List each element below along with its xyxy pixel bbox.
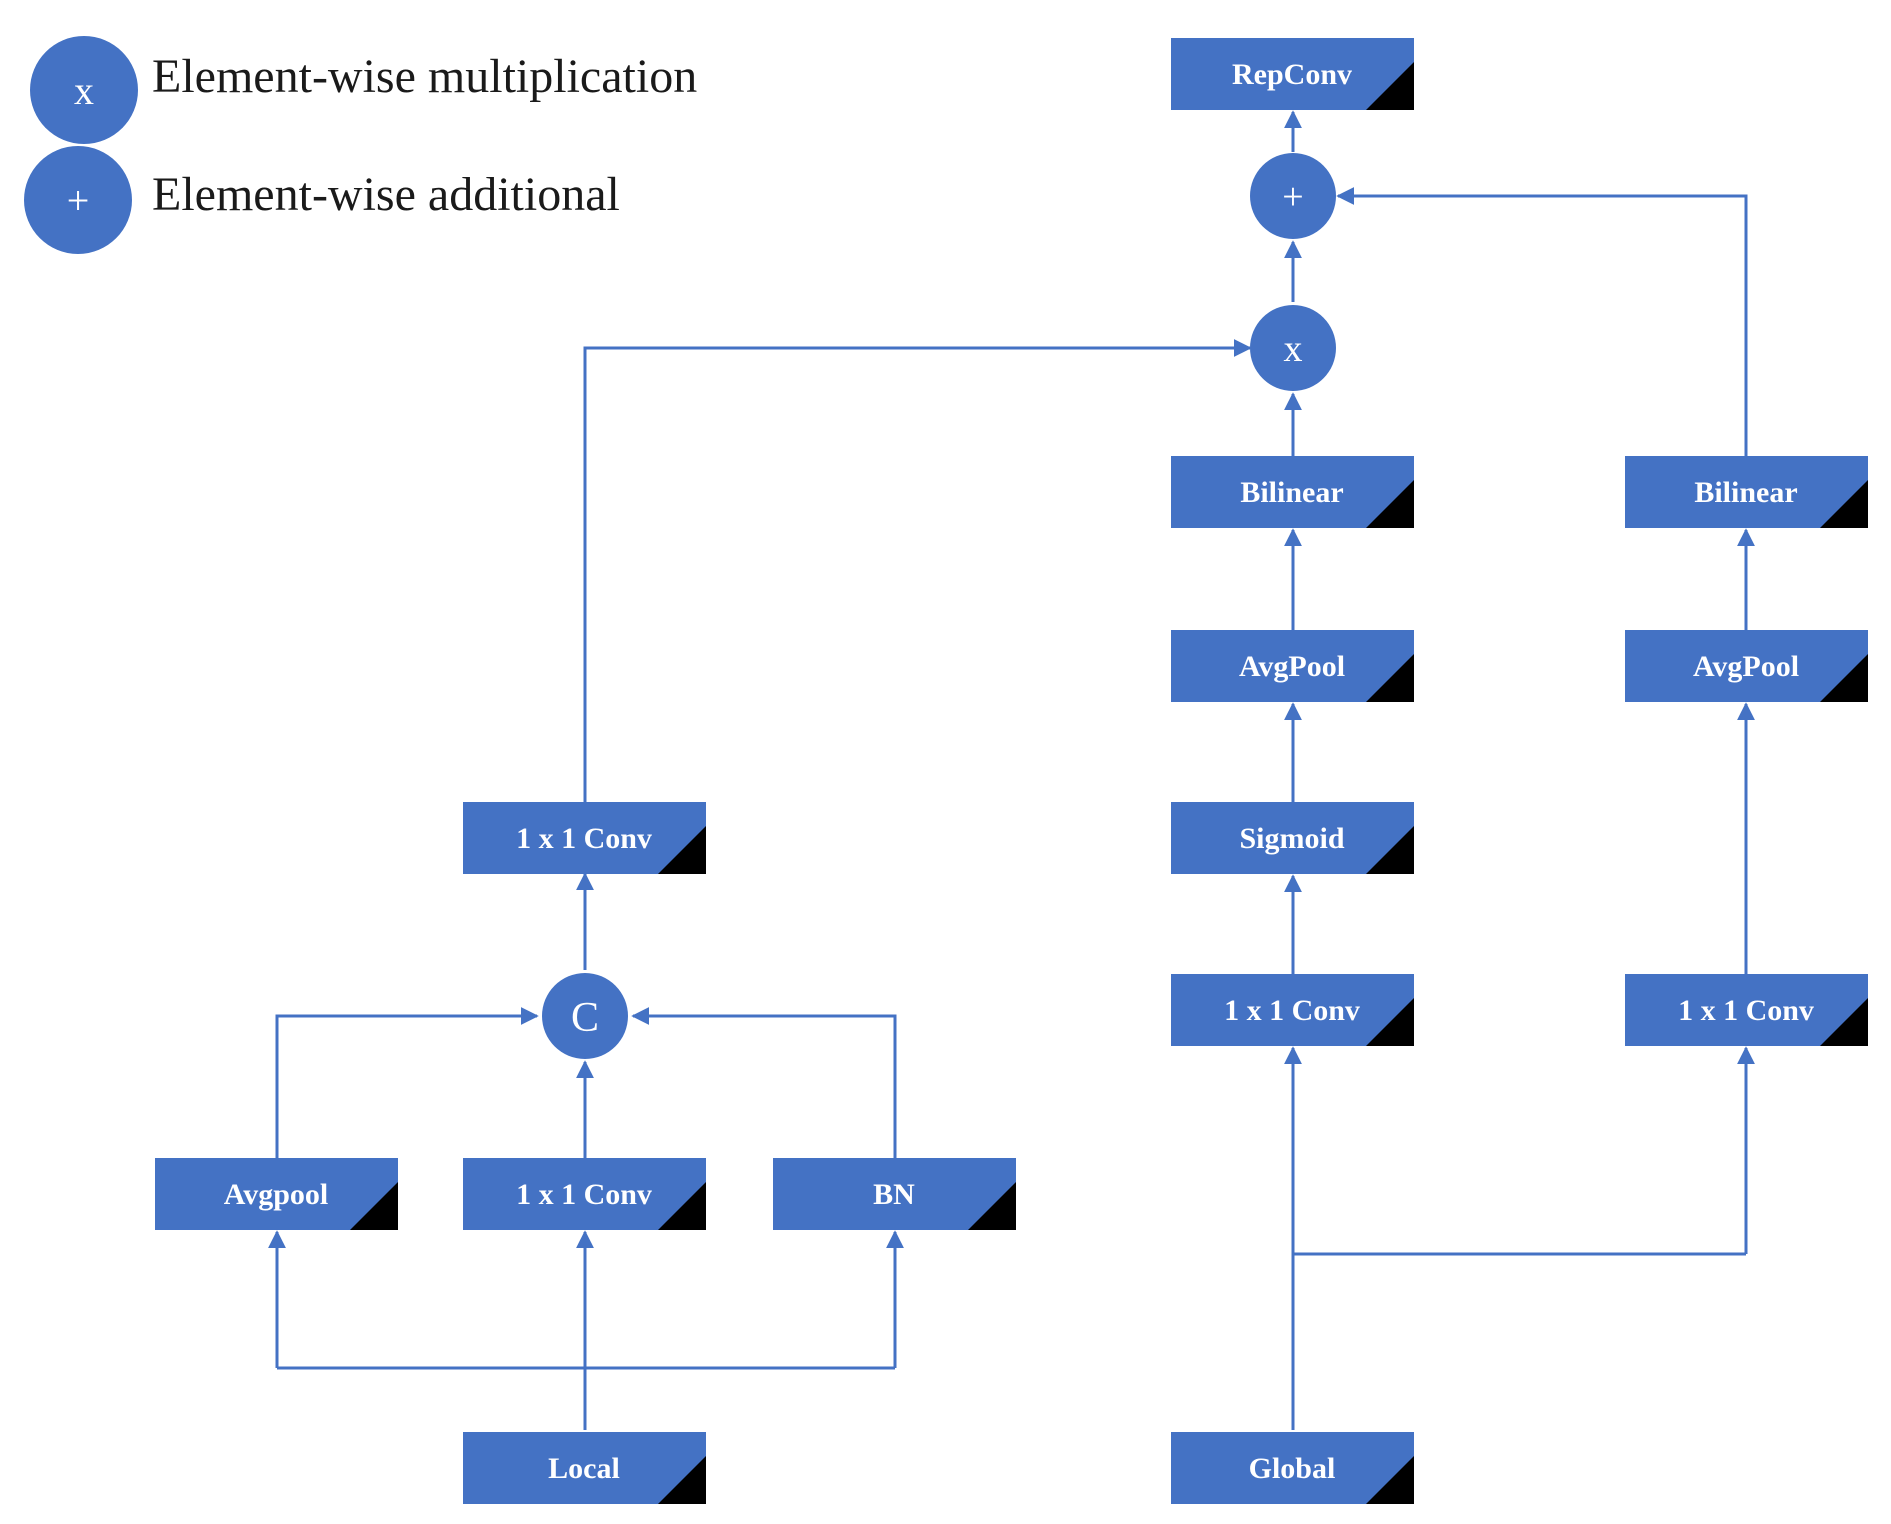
block-corner-icon (1366, 62, 1414, 110)
block-conv-center: 1 x 1 Conv (1171, 974, 1414, 1046)
edge-bn-to-concat (631, 1007, 897, 1158)
legend-multiply-symbol: x (74, 68, 94, 113)
op-add-node: + (1250, 153, 1336, 239)
block-label: 1 x 1 Conv (1678, 994, 1814, 1027)
block-corner-icon (1366, 998, 1414, 1046)
edge-avgpool-to-concat (275, 1007, 539, 1158)
block-repconv: RepConv (1171, 38, 1414, 110)
block-label: RepConv (1232, 58, 1352, 91)
block-rect (1625, 974, 1868, 1046)
block-rect (1625, 456, 1868, 528)
block-sigmoid: Sigmoid (1171, 802, 1414, 874)
block-label: Sigmoid (1239, 822, 1344, 855)
block-corner-icon (1820, 998, 1868, 1046)
legend: x Element-wise multiplication + Element-… (24, 36, 697, 254)
block-label: AvgPool (1239, 650, 1345, 683)
block-corner-icon (658, 1456, 706, 1504)
add-icon (1250, 153, 1336, 239)
block-rect (463, 802, 706, 874)
block-corner-icon (1366, 480, 1414, 528)
block-rect (1171, 974, 1414, 1046)
block-conv-left: 1 x 1 Conv (463, 802, 706, 874)
block-corner-icon (1366, 1456, 1414, 1504)
legend-add-symbol: + (67, 178, 90, 223)
block-avgpool-center: AvgPool (1171, 630, 1414, 702)
block-label: Avgpool (224, 1178, 328, 1211)
block-rect (463, 1432, 706, 1504)
block-avgpool-left: Avgpool (155, 1158, 398, 1230)
block-corner-icon (1820, 480, 1868, 528)
block-corner-icon (1820, 654, 1868, 702)
op-concat-node: C (542, 973, 628, 1059)
block-label: Bilinear (1694, 476, 1797, 509)
block-rect (1171, 630, 1414, 702)
block-avgpool-right: AvgPool (1625, 630, 1868, 702)
block-rect (1171, 456, 1414, 528)
block-corner-icon (658, 826, 706, 874)
block-label: 1 x 1 Conv (516, 822, 652, 855)
block-label: Bilinear (1240, 476, 1343, 509)
multiply-icon (1250, 305, 1336, 391)
block-corner-icon (968, 1182, 1016, 1230)
connectors (268, 110, 1755, 1430)
block-label: 1 x 1 Conv (1224, 994, 1360, 1027)
block-corner-icon (350, 1182, 398, 1230)
block-label: 1 x 1 Conv (516, 1178, 652, 1211)
block-rect (1171, 802, 1414, 874)
legend-add-label: Element-wise additional (152, 168, 620, 221)
add-symbol: + (1282, 176, 1303, 218)
edge-bilinear-right-to-add (1336, 187, 1748, 456)
block-rect (1171, 1432, 1414, 1504)
op-multiply-node: x (1250, 305, 1336, 391)
block-global: Global (1171, 1432, 1414, 1504)
legend-multiply-label: Element-wise multiplication (152, 50, 697, 103)
edge-conv-left-to-multiply (583, 339, 1252, 802)
block-label: Local (548, 1452, 620, 1485)
block-label: AvgPool (1693, 650, 1799, 683)
block-rect (773, 1158, 1016, 1230)
legend-multiply-icon (30, 36, 138, 144)
block-bn: BN (773, 1158, 1016, 1230)
block-rect (463, 1158, 706, 1230)
block-conv-right: 1 x 1 Conv (1625, 974, 1868, 1046)
block-conv-mid: 1 x 1 Conv (463, 1158, 706, 1230)
block-corner-icon (658, 1182, 706, 1230)
legend-add-icon (24, 146, 132, 254)
block-label: BN (873, 1178, 915, 1211)
block-rect (155, 1158, 398, 1230)
block-bilinear-center: Bilinear (1171, 456, 1414, 528)
concat-symbol: C (571, 995, 599, 1041)
block-label: Global (1249, 1452, 1336, 1485)
concat-icon (542, 973, 628, 1059)
block-corner-icon (1366, 654, 1414, 702)
block-bilinear-right: Bilinear (1625, 456, 1868, 528)
block-rect (1625, 630, 1868, 702)
multiply-symbol: x (1284, 328, 1303, 370)
block-rect (1171, 38, 1414, 110)
block-corner-icon (1366, 826, 1414, 874)
block-local: Local (463, 1432, 706, 1504)
